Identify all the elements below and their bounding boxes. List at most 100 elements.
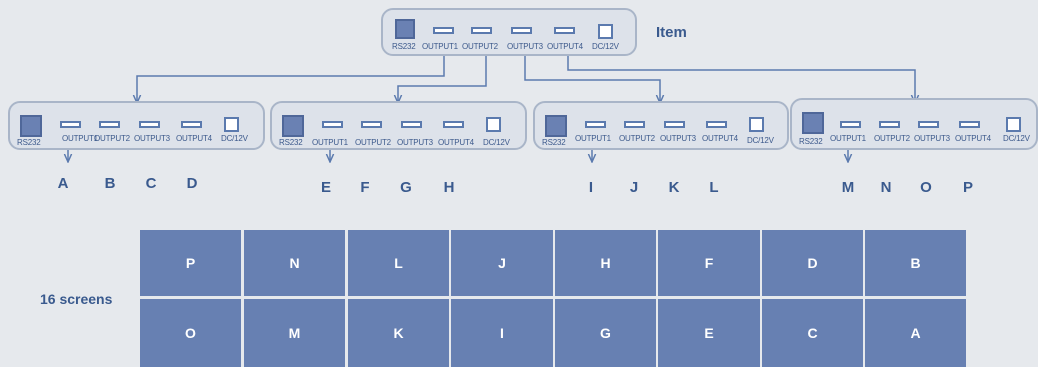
port-label: DC/12V (1003, 134, 1030, 143)
port-label: RS232 (17, 138, 41, 147)
main-device: RS232 OUTPUT1 OUTPUT2 OUTPUT3 OUTPUT4 DC… (381, 8, 637, 56)
output3-port (139, 121, 160, 128)
screen-letter: K (668, 179, 680, 196)
port-label: RS232 (279, 138, 303, 147)
output4-port (959, 121, 980, 128)
port-label: OUTPUT3 (397, 138, 433, 147)
screen-cell: D (762, 230, 863, 296)
output3-port (918, 121, 939, 128)
screen-letter: B (104, 175, 116, 192)
screen-letter: A (57, 175, 69, 192)
port-label: OUTPUT4 (438, 138, 474, 147)
sub-device-2: RS232 OUTPUT1 OUTPUT2 OUTPUT3 OUTPUT4 DC… (270, 101, 527, 150)
screen-cell: F (658, 230, 760, 296)
output1-port (322, 121, 343, 128)
screen-letter: D (186, 175, 198, 192)
port-label: OUTPUT3 (914, 134, 950, 143)
output1-port (840, 121, 861, 128)
screen-grid: P N L J H F D B O M K I G E C A (140, 230, 966, 367)
screen-letter: E (320, 179, 332, 196)
output3-port (401, 121, 422, 128)
port-label: OUTPUT2 (874, 134, 910, 143)
rs232-port (545, 115, 567, 137)
screen-cell: G (555, 299, 656, 367)
port-label: OUTPUT4 (547, 42, 583, 51)
output4-port (181, 121, 202, 128)
rs232-port (20, 115, 42, 137)
screen-cell: K (348, 299, 449, 367)
screen-letter: C (145, 175, 157, 192)
screen-letter: L (709, 179, 719, 196)
port-label: OUTPUT1 (312, 138, 348, 147)
screen-cell: I (451, 299, 553, 367)
connector-output4 (567, 53, 915, 103)
dc-power-port (598, 24, 613, 39)
output1-port (60, 121, 81, 128)
screen-letter: H (443, 179, 455, 196)
screen-cell: N (244, 230, 345, 296)
connector-output2 (398, 53, 487, 103)
screen-cell: E (658, 299, 760, 367)
rs232-port (282, 115, 304, 137)
output1-port (585, 121, 606, 128)
dc-power-port (749, 117, 764, 132)
dc-power-port (486, 117, 501, 132)
screen-letter: P (962, 179, 974, 196)
port-label: OUTPUT4 (702, 134, 738, 143)
screen-letter: G (400, 179, 412, 196)
port-label: RS232 (799, 137, 823, 146)
port-label: OUTPUT3 (660, 134, 696, 143)
port-label: DC/12V (483, 138, 510, 147)
port-label: OUTPUT2 (94, 134, 130, 143)
screens-label: 16 screens (40, 291, 113, 307)
screen-letter: J (629, 179, 639, 196)
output2-port (471, 27, 492, 34)
port-label: RS232 (392, 42, 416, 51)
port-label: OUTPUT3 (507, 42, 543, 51)
output4-port (554, 27, 575, 34)
port-label: OUTPUT4 (176, 134, 212, 143)
port-label: OUTPUT1 (830, 134, 866, 143)
port-label: DC/12V (592, 42, 619, 51)
dc-power-port (224, 117, 239, 132)
port-label: OUTPUT1 (62, 134, 98, 143)
screen-cell: A (865, 299, 966, 367)
screen-cell: P (140, 230, 241, 296)
output2-port (361, 121, 382, 128)
port-label: OUTPUT2 (355, 138, 391, 147)
screen-cell: C (762, 299, 863, 367)
screen-cell: H (555, 230, 656, 296)
rs232-port (802, 112, 824, 134)
output2-port (879, 121, 900, 128)
output4-port (706, 121, 727, 128)
screen-cell: J (451, 230, 553, 296)
port-label: OUTPUT2 (462, 42, 498, 51)
screen-letter: I (588, 179, 594, 196)
port-label: DC/12V (747, 136, 774, 145)
output2-port (624, 121, 645, 128)
screen-letter: F (360, 179, 370, 196)
sub-device-4: RS232 OUTPUT1 OUTPUT2 OUTPUT3 OUTPUT4 DC… (790, 98, 1038, 150)
port-label: OUTPUT2 (619, 134, 655, 143)
screen-letter: M (841, 179, 855, 196)
output2-port (99, 121, 120, 128)
screen-cell: O (140, 299, 241, 367)
port-label: OUTPUT1 (575, 134, 611, 143)
sub-device-3: RS232 OUTPUT1 OUTPUT2 OUTPUT3 OUTPUT4 DC… (533, 101, 789, 150)
screen-letter: O (920, 179, 932, 196)
port-label: OUTPUT1 (422, 42, 458, 51)
screen-cell: B (865, 230, 966, 296)
connector-output3 (524, 53, 660, 103)
screen-cell: M (244, 299, 345, 367)
port-label: RS232 (542, 138, 566, 147)
port-label: DC/12V (221, 134, 248, 143)
sub-device-1: RS232 OUTPUT1 OUTPUT2 OUTPUT3 OUTPUT4 DC… (8, 101, 265, 150)
output4-port (443, 121, 464, 128)
connector-output1 (137, 53, 445, 103)
screen-cell: L (348, 230, 449, 296)
dc-power-port (1006, 117, 1021, 132)
item-label: Item (656, 24, 687, 41)
output1-port (433, 27, 454, 34)
output3-port (664, 121, 685, 128)
output3-port (511, 27, 532, 34)
